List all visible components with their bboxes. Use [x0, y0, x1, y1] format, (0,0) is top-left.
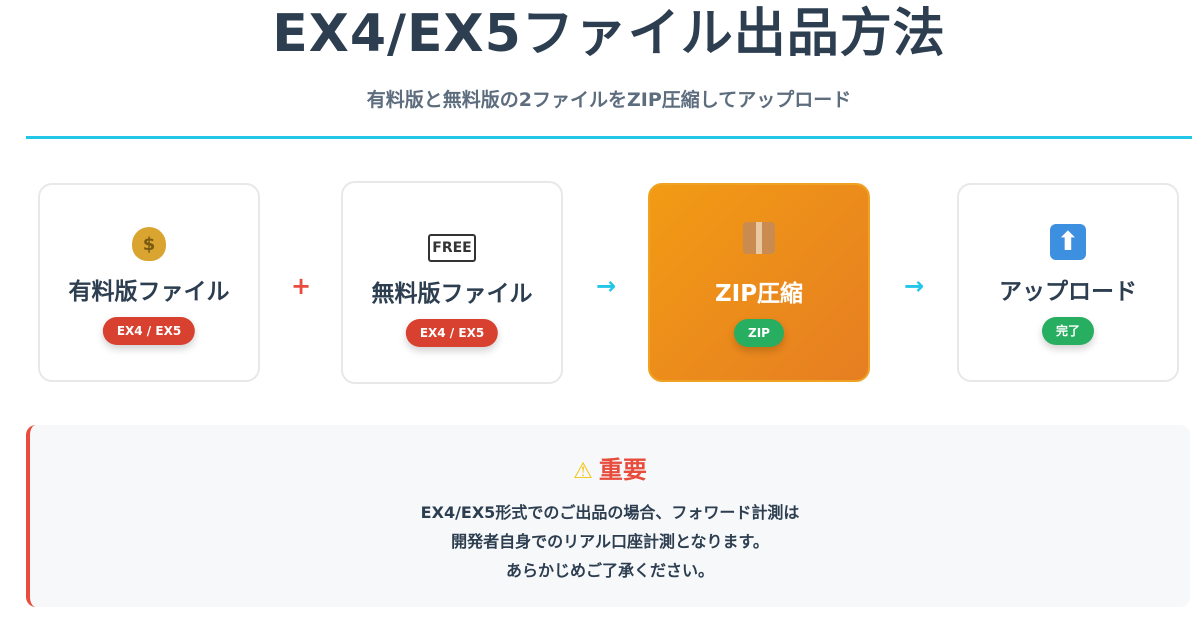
step-card-upload: ⬆ アップロード 完了 — [957, 183, 1179, 382]
important-notice: ⚠重要 EX4/EX5形式でのご出品の場合、フォワード計測は 開発者自身でのリア… — [26, 425, 1190, 607]
step-label: アップロード — [999, 279, 1137, 305]
complete-badge: 完了 — [1041, 317, 1095, 345]
zip-badge: ZIP — [734, 319, 784, 347]
package-icon — [743, 222, 775, 254]
page-subtitle: 有料版と無料版の2ファイルをZIP圧縮してアップロード — [366, 89, 852, 111]
up-arrow-icon: ⬆ — [1050, 224, 1086, 260]
step-card-paid-file: $ 有料版ファイル EX4 / EX5 — [38, 183, 260, 382]
notice-heading: ⚠重要 — [30, 453, 1190, 489]
arrow-connector: → — [595, 272, 617, 300]
step-card-free-file: FREE 無料版ファイル EX4 / EX5 — [341, 181, 563, 384]
notice-line-1: EX4/EX5形式でのご出品の場合、フォワード計測は — [420, 503, 800, 522]
notice-title: 重要 — [598, 456, 647, 484]
title-divider — [26, 136, 1192, 139]
step-card-zip: ZIP圧縮 ZIP — [648, 183, 870, 382]
arrow-connector: → — [903, 272, 925, 300]
format-badge: EX4 / EX5 — [102, 317, 196, 345]
step-label: 有料版ファイル — [68, 279, 230, 305]
step-label: ZIP圧縮 — [714, 281, 804, 307]
notice-line-3: あらかじめご了承ください。 — [505, 561, 714, 580]
warning-icon: ⚠ — [573, 459, 593, 484]
plus-connector: + — [290, 272, 312, 300]
notice-line-2: 開発者自身でのリアル口座計測となります。 — [451, 532, 769, 551]
money-bag-icon: $ — [132, 227, 166, 261]
step-label: 無料版ファイル — [371, 281, 533, 307]
page-title: EX4/EX5ファイル出品方法 — [272, 4, 946, 64]
format-badge: EX4 / EX5 — [405, 319, 499, 347]
free-button-icon: FREE — [428, 234, 476, 262]
